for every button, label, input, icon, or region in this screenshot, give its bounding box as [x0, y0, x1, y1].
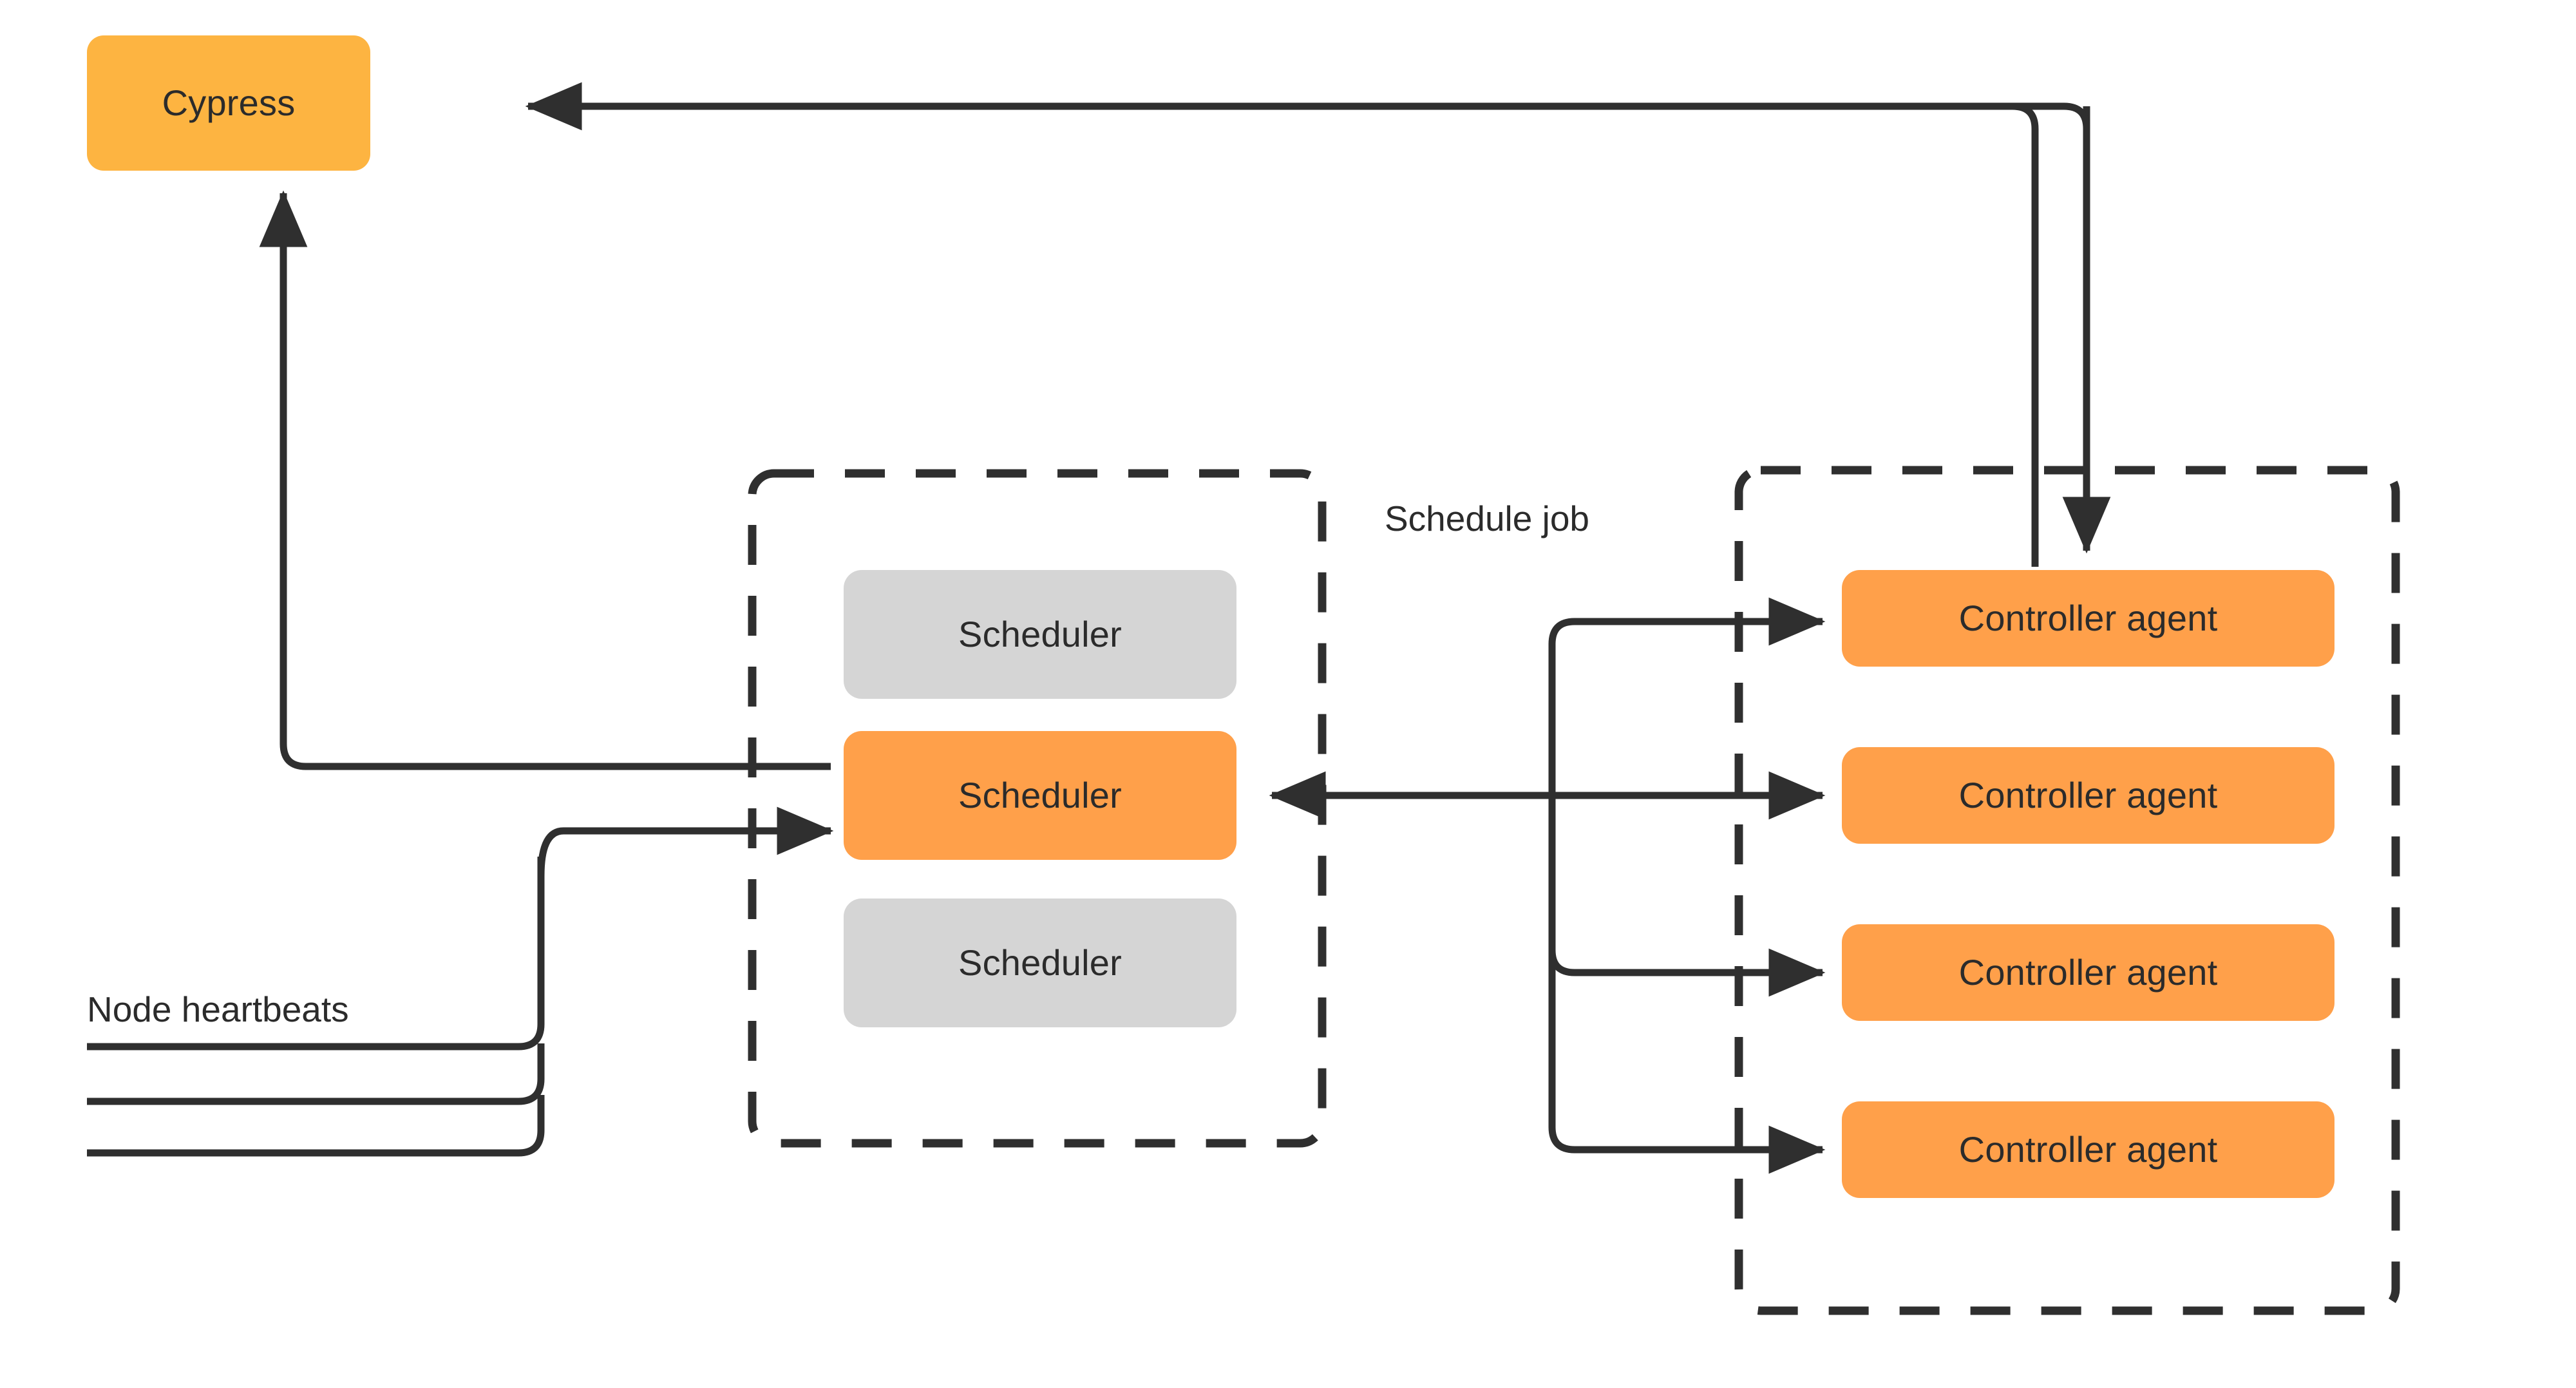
edge-fanout-to-agent-3 [1548, 795, 1826, 997]
edge-fanout-to-agent-1 [1548, 597, 1826, 795]
node-controller-agent-2-label: Controller agent [1958, 775, 2218, 815]
node-cypress[interactable]: Cypress [87, 35, 370, 171]
edge-scheduler-to-cypress [259, 190, 831, 770]
node-scheduler-standby-bottom-label: Scheduler [958, 942, 1122, 983]
edge-heartbeat-2 [87, 1043, 545, 1105]
label-node-heartbeats: Node heartbeats [87, 989, 349, 1029]
node-scheduler-standby-bottom[interactable]: Scheduler [844, 898, 1236, 1027]
node-scheduler-active[interactable]: Scheduler [844, 731, 1236, 860]
controller-group-border [1734, 466, 2400, 1315]
node-scheduler-standby-top[interactable]: Scheduler [844, 570, 1236, 699]
node-scheduler-standby-top-label: Scheduler [958, 614, 1122, 654]
edge-heartbeat-3 [87, 1095, 545, 1157]
node-controller-agent-4[interactable]: Controller agent [1842, 1101, 2334, 1198]
node-controller-agent-3-label: Controller agent [1958, 952, 2218, 993]
node-controller-agent-3[interactable]: Controller agent [1842, 924, 2334, 1021]
node-cypress-label: Cypress [162, 82, 296, 123]
edge-fanout-to-agent-4 [1548, 795, 1826, 1174]
edge-heartbeat-bus-to-scheduler [537, 806, 834, 877]
edge-heartbeat-1 [87, 857, 545, 1051]
node-controller-agent-1-label: Controller agent [1958, 598, 2218, 638]
edge-fanout-branch-1 [1552, 618, 1823, 795]
node-controller-agent-4-label: Controller agent [1958, 1129, 2218, 1170]
label-schedule-job: Schedule job [1385, 499, 1590, 538]
node-controller-agent-2[interactable]: Controller agent [1842, 747, 2334, 844]
edge-cypress-feedback-corner [2012, 102, 2090, 161]
node-scheduler-active-label: Scheduler [958, 775, 1122, 815]
node-controller-agent-1[interactable]: Controller agent [1842, 570, 2334, 667]
edge-agent-to-cypress [525, 82, 2039, 567]
